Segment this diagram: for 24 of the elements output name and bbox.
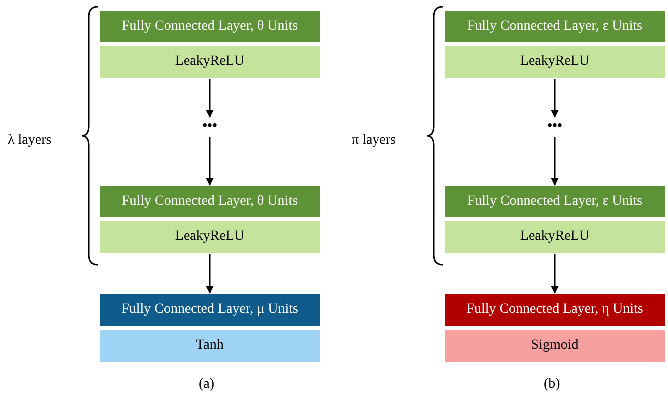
layer-box: LeakyReLU	[445, 46, 665, 78]
ellipsis: •••	[198, 118, 222, 136]
subfigure-label: (a)	[199, 376, 215, 394]
layer-box: Fully Connected Layer, θ Units	[100, 11, 320, 42]
layer-box: Fully Connected Layer, μ Units	[100, 294, 320, 326]
arrow	[206, 254, 214, 294]
arrow	[551, 137, 559, 186]
layer-box: LeakyReLU	[445, 221, 665, 253]
brace-label: λ layers	[8, 132, 52, 150]
arrow	[206, 137, 214, 186]
subfigure-label: (b)	[544, 376, 560, 394]
arrow	[206, 79, 214, 118]
layer-box: Fully Connected Layer, ε Units	[445, 186, 665, 217]
layer-box: Sigmoid	[445, 330, 665, 362]
layer-box: LeakyReLU	[100, 221, 320, 253]
layer-box: LeakyReLU	[100, 46, 320, 78]
arrow	[551, 254, 559, 294]
brace-label: π layers	[352, 132, 396, 150]
layer-box: Tanh	[100, 330, 320, 362]
arrow	[551, 79, 559, 118]
layer-box: Fully Connected Layer, θ Units	[100, 186, 320, 217]
layer-box: Fully Connected Layer, ε Units	[445, 11, 665, 42]
layer-box: Fully Connected Layer, η Units	[445, 294, 665, 326]
ellipsis: •••	[543, 118, 567, 136]
